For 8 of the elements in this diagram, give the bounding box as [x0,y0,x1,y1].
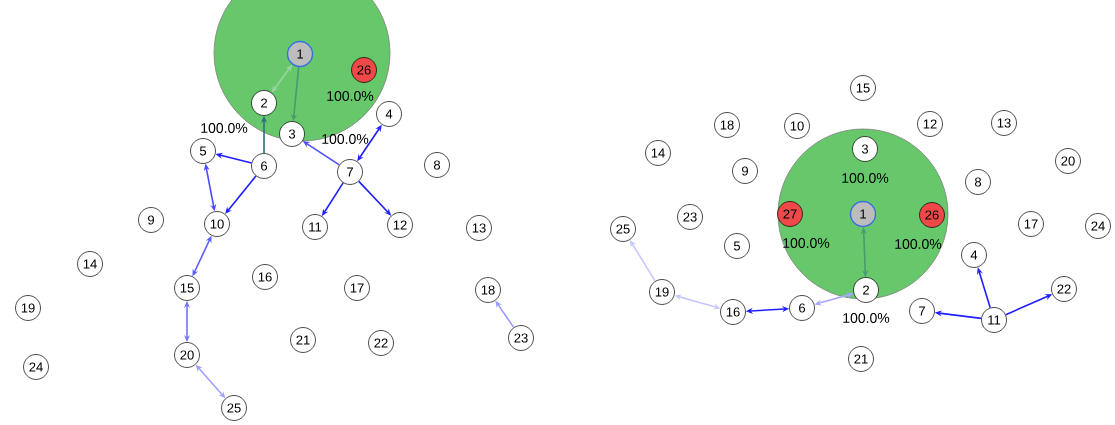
percent-label: 100.0% [843,313,890,323]
percent-label: 100.0% [322,134,369,144]
percent-label: 100.0% [895,239,942,249]
percent-label: 100.0% [201,123,248,133]
percent-label: 100.0% [783,238,830,248]
arrow [225,175,257,214]
percent-label: 100.0% [327,91,374,101]
percent-label: 100.0% [842,173,889,183]
